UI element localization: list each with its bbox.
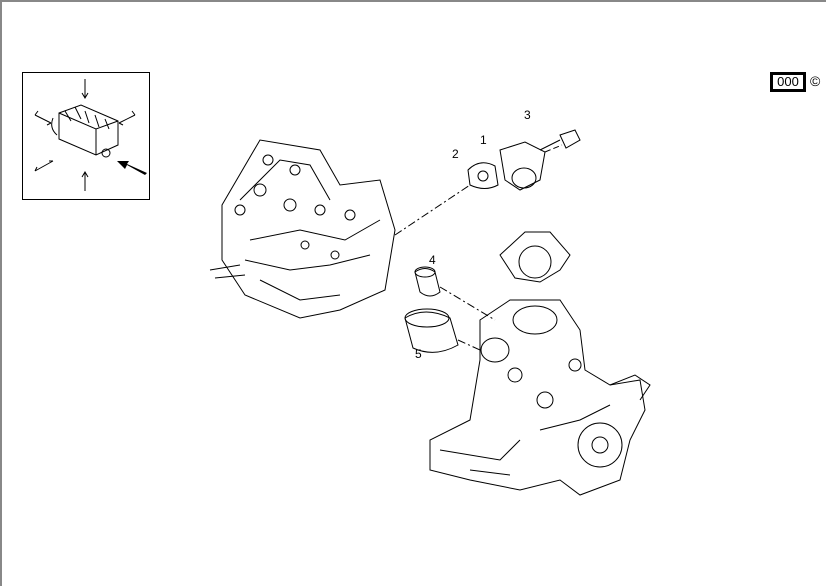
callout-5: 5 — [415, 347, 422, 361]
callout-4: 4 — [429, 253, 436, 267]
engine-orientation-icon — [34, 79, 147, 191]
pump-housing-drawing — [429, 299, 651, 496]
callout-3: 3 — [524, 108, 531, 122]
code-box: 000 — [770, 72, 806, 92]
orientation-inset — [22, 72, 150, 200]
callout-2: 2 — [452, 147, 459, 161]
cylinder-head-drawing — [209, 139, 396, 319]
copyright-symbol: © — [810, 73, 821, 89]
callout-1: 1 — [480, 133, 487, 147]
